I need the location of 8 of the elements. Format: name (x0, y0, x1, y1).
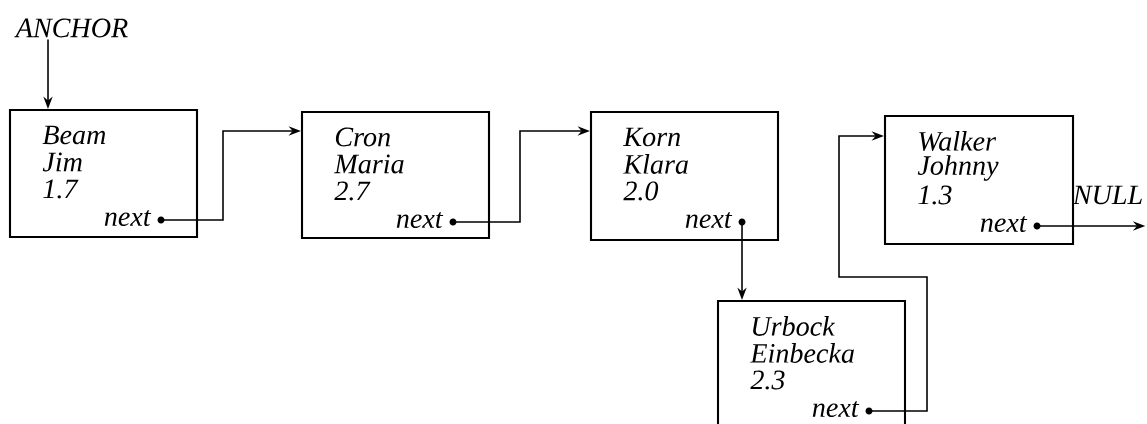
pointer-arrow (838, 131, 928, 412)
list-node-box: Beam Jim 1.7 next (8, 108, 199, 239)
list-node-box: Urbock Einbecka 2.3 next (716, 299, 907, 424)
pointer-label: NULL (1072, 185, 1142, 205)
list-node-box: Korn Klara 2.0 next (589, 110, 780, 242)
list-node-box: Cron Maria 2.7 next (300, 110, 491, 240)
pointer-label: ANCHOR (14, 18, 128, 38)
list-node-box: Walker Johnny 1.3 next (883, 114, 1075, 246)
